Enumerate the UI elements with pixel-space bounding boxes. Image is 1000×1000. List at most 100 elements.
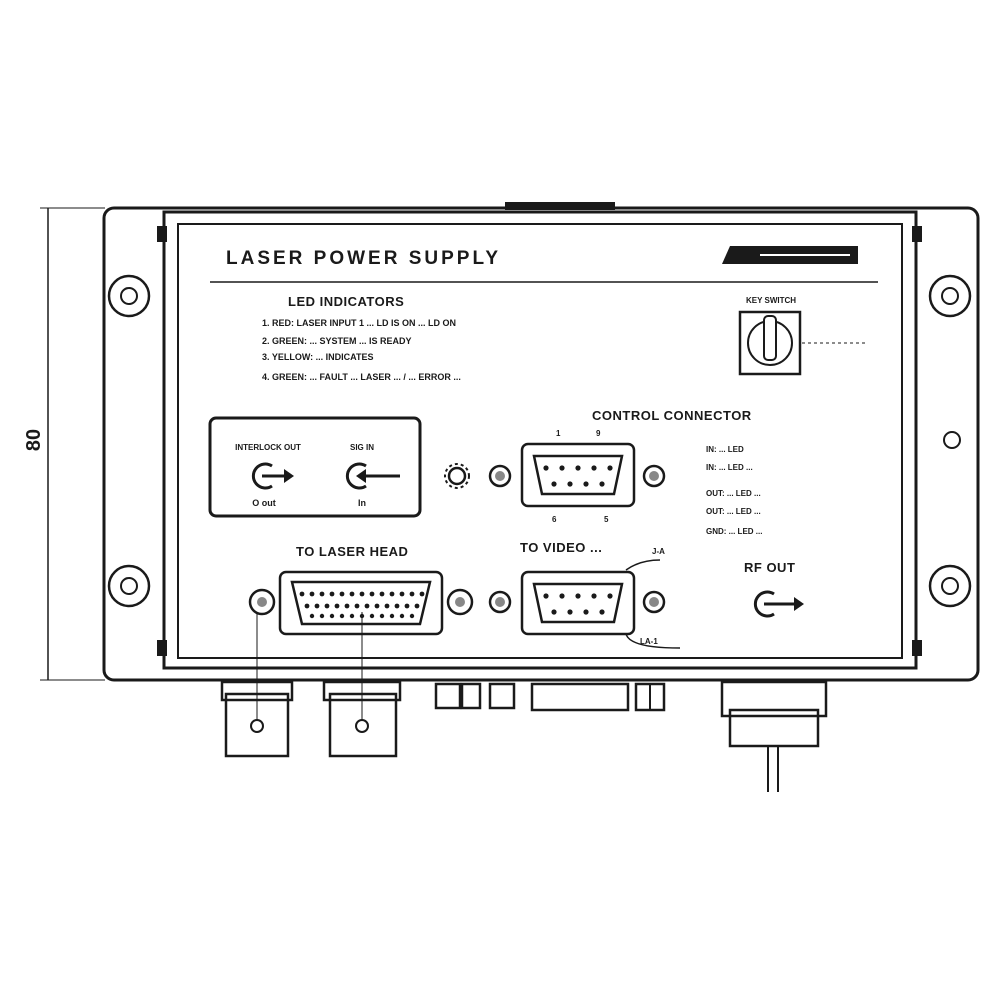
connector-pin bbox=[599, 481, 605, 487]
connector-pin bbox=[559, 465, 565, 471]
brand-logo bbox=[722, 246, 858, 264]
connector-pin bbox=[349, 613, 355, 619]
control-connector-label: CONTROL CONNECTOR bbox=[592, 408, 752, 423]
connector-pin bbox=[379, 591, 385, 597]
connector-pin bbox=[419, 591, 425, 597]
connector-pin bbox=[379, 613, 385, 619]
connector-pin bbox=[599, 609, 605, 615]
connector-pin bbox=[414, 603, 420, 609]
io-left-sub: O out bbox=[252, 498, 276, 508]
connector-pin bbox=[319, 613, 325, 619]
connector-pin bbox=[359, 591, 365, 597]
connector-pin bbox=[575, 465, 581, 471]
connector-pin bbox=[299, 591, 305, 597]
connector-pin bbox=[369, 591, 375, 597]
mounting-hole bbox=[107, 274, 151, 318]
connector-pin bbox=[329, 613, 335, 619]
corner-brackets bbox=[157, 226, 922, 656]
bottom-bnc-left bbox=[220, 612, 294, 758]
led-note: 1. RED: LASER INPUT 1 ... LD IS ON ... L… bbox=[262, 318, 456, 328]
connector-pin bbox=[591, 465, 597, 471]
connector-pin bbox=[389, 591, 395, 597]
control-connector-db9[interactable] bbox=[488, 442, 666, 508]
control-note: GND: ... LED ... bbox=[706, 527, 762, 536]
connector-pin bbox=[591, 593, 597, 599]
front-panel bbox=[177, 223, 903, 659]
connector-pin bbox=[543, 465, 549, 471]
laser-head-connector-db25[interactable] bbox=[248, 570, 474, 636]
led-section-heading: LED INDICATORS bbox=[288, 294, 404, 309]
control-pin-label: 6 bbox=[552, 515, 557, 524]
led-note: 3. YELLOW: ... INDICATES bbox=[262, 352, 374, 362]
io-left-label: INTERLOCK OUT bbox=[235, 443, 301, 452]
bottom-bnc-right bbox=[322, 612, 402, 758]
signal-in-icon[interactable] bbox=[345, 462, 400, 490]
connector-pin bbox=[559, 593, 565, 599]
to-video-label: TO VIDEO ... bbox=[520, 540, 602, 555]
led-note: 2. GREEN: ... SYSTEM ... IS READY bbox=[262, 336, 412, 346]
control-note: OUT: ... LED ... bbox=[706, 507, 761, 516]
connector-pin bbox=[399, 591, 405, 597]
connector-pin bbox=[354, 603, 360, 609]
connector-pin bbox=[339, 613, 345, 619]
connector-pin bbox=[374, 603, 380, 609]
key-switch[interactable]: KEY SWITCH bbox=[738, 296, 868, 376]
connector-pin bbox=[349, 591, 355, 597]
connector-pin bbox=[324, 603, 330, 609]
connector-pin bbox=[304, 603, 310, 609]
key-switch-label: KEY SWITCH bbox=[746, 296, 796, 305]
to-laser-head-label: TO LASER HEAD bbox=[296, 544, 408, 559]
connector-pin bbox=[409, 591, 415, 597]
rf-out-label: RF OUT bbox=[744, 560, 795, 575]
connector-pin bbox=[309, 591, 315, 597]
connector-pin bbox=[567, 609, 573, 615]
power-cable-gland bbox=[720, 680, 828, 792]
connector-pin bbox=[369, 613, 375, 619]
height-dimension: 80 bbox=[23, 207, 105, 681]
io-right-label: SIG IN bbox=[350, 443, 374, 452]
control-pin-label: 9 bbox=[596, 429, 601, 438]
connector-pin bbox=[567, 481, 573, 487]
control-pin-label: 5 bbox=[604, 515, 609, 524]
connector-pin bbox=[389, 613, 395, 619]
connector-pin bbox=[543, 593, 549, 599]
connector-pin bbox=[551, 609, 557, 615]
connector-pin bbox=[607, 465, 613, 471]
connector-pin bbox=[394, 603, 400, 609]
control-note: IN: ... LED ... bbox=[706, 463, 753, 472]
led-note: 4. GREEN: ... FAULT ... LASER ... / ... … bbox=[262, 372, 461, 382]
mounting-hole bbox=[107, 564, 151, 608]
small-hole bbox=[943, 431, 961, 449]
connector-pin bbox=[329, 591, 335, 597]
connector-pin bbox=[364, 603, 370, 609]
mounting-hole bbox=[928, 564, 972, 608]
connector-pin bbox=[575, 593, 581, 599]
connector-pin bbox=[583, 481, 589, 487]
status-led-icon bbox=[444, 463, 470, 489]
rf-out-icon[interactable] bbox=[753, 590, 804, 618]
connector-pin bbox=[309, 613, 315, 619]
bottom-terminals bbox=[434, 682, 666, 712]
connector-pin bbox=[339, 591, 345, 597]
connector-pin bbox=[319, 591, 325, 597]
connector-pin bbox=[399, 613, 405, 619]
mounting-hole bbox=[928, 274, 972, 318]
connector-pin bbox=[607, 593, 613, 599]
video-tag-bottom: LA-1 bbox=[640, 637, 658, 646]
connector-pin bbox=[551, 481, 557, 487]
control-note: IN: ... LED bbox=[706, 445, 744, 454]
video-tag-top: J-A bbox=[652, 547, 665, 556]
top-nub bbox=[505, 202, 615, 210]
connector-pin bbox=[384, 603, 390, 609]
dimension-label: 80 bbox=[23, 429, 45, 451]
connector-pin bbox=[583, 609, 589, 615]
connector-pin bbox=[314, 603, 320, 609]
panel-title: LASER POWER SUPPLY bbox=[226, 248, 501, 269]
video-connector-db9[interactable] bbox=[488, 559, 681, 649]
io-box: INTERLOCK OUT SIG IN O out In bbox=[208, 416, 422, 518]
interlock-out-icon[interactable] bbox=[251, 462, 294, 490]
io-right-sub: In bbox=[358, 498, 366, 508]
connector-pin bbox=[409, 613, 415, 619]
connector-pin bbox=[404, 603, 410, 609]
